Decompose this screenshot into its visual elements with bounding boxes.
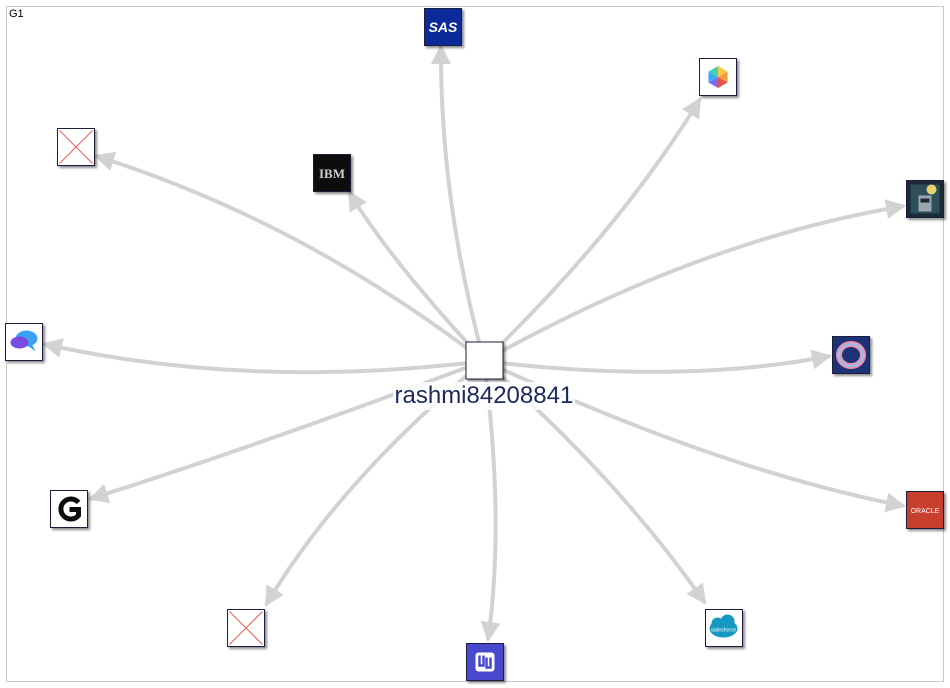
edge-ring	[484, 356, 830, 372]
salesforce-cloud-icon: salesforce	[706, 610, 743, 647]
node-gem[interactable]	[700, 59, 737, 96]
g-logo-icon	[51, 491, 88, 528]
edge-gem	[484, 99, 700, 361]
ibm-logo-icon: IBM	[314, 155, 351, 192]
hexagon-logo-icon	[700, 59, 737, 96]
center-node-avatar	[466, 342, 503, 379]
broken-image-icon	[228, 610, 265, 647]
center-node[interactable]	[466, 342, 503, 379]
node-ring[interactable]	[833, 337, 870, 374]
node-salesforce[interactable]: salesforce	[706, 610, 743, 647]
edge-sas	[441, 46, 484, 361]
node-missing2[interactable]	[228, 610, 265, 647]
node-robot[interactable]	[907, 181, 944, 218]
robot-avatar-icon	[907, 181, 944, 218]
node-oracle[interactable]: ORACLE	[907, 492, 944, 529]
node-ibm[interactable]: IBM	[314, 155, 351, 192]
oracle-logo-icon: ORACLE	[907, 492, 944, 529]
node-u[interactable]	[467, 644, 504, 681]
node-text-oracle: ORACLE	[911, 508, 940, 515]
node-text-sas: SAS	[429, 19, 458, 35]
broken-image-icon	[58, 129, 95, 166]
node-text-salesforce: salesforce	[711, 628, 736, 634]
center-node-label: rashmi84208841	[393, 382, 576, 410]
edge-missing1	[96, 156, 484, 361]
chat-bubbles-icon	[6, 324, 43, 361]
edge-chat	[44, 344, 484, 372]
ring-logo-icon	[833, 337, 870, 374]
node-g[interactable]	[51, 491, 88, 528]
sas-logo-icon: SAS	[425, 9, 462, 46]
node-chat[interactable]	[6, 324, 43, 361]
node-text-ibm: IBM	[319, 166, 345, 181]
node-sas[interactable]: SAS	[425, 9, 462, 46]
u-logo-icon	[467, 644, 504, 681]
node-missing1[interactable]	[58, 129, 95, 166]
